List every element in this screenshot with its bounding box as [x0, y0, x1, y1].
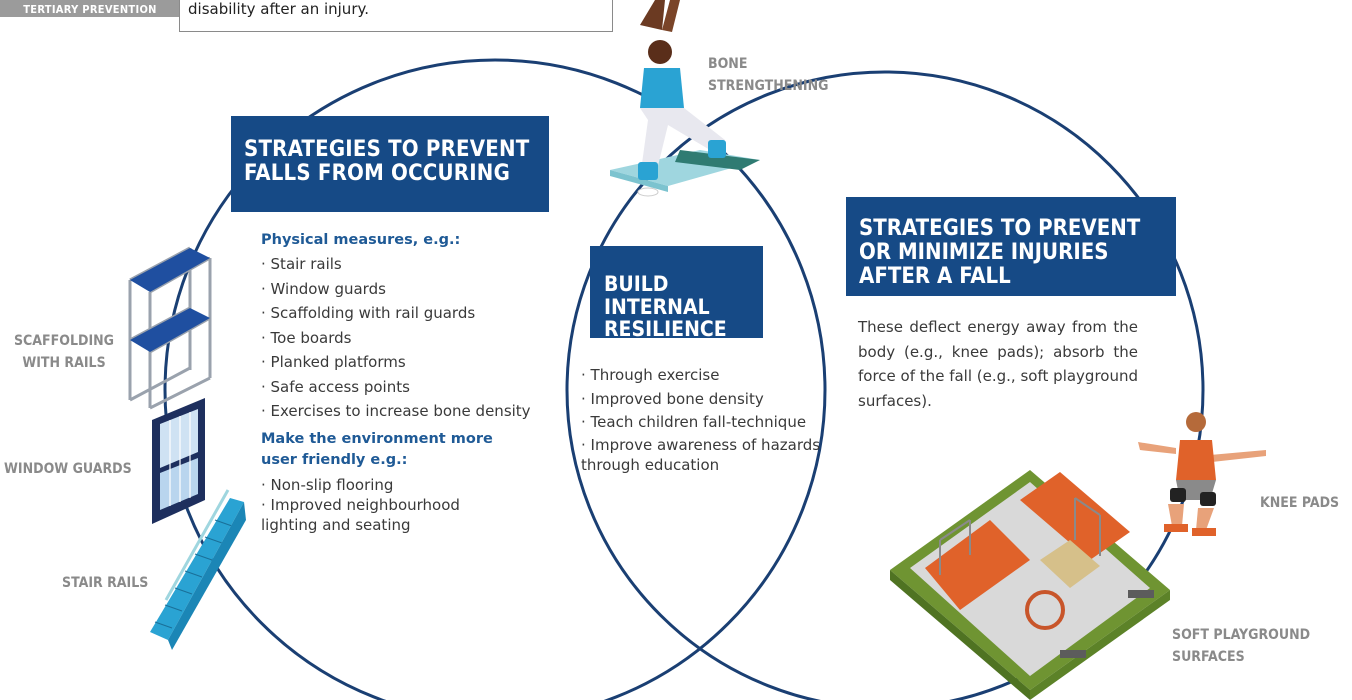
stair-rails-label: STAIR RAILS [62, 575, 149, 591]
right-circle [565, 70, 1205, 700]
skater-illustration [1138, 412, 1266, 536]
list-item: · Stair rails [261, 255, 342, 273]
left-circle [163, 58, 827, 700]
window-guard-illustration [152, 398, 205, 524]
stair-rails-illustration [150, 489, 246, 650]
list-item: · Safe access points [261, 377, 410, 396]
minimize-injuries-description: These deflect energy away from the body … [858, 318, 1138, 410]
list-item: · Window guards [261, 279, 386, 298]
window-guards-label: WINDOW GUARDS [4, 461, 132, 477]
list-item: · Toe boards [261, 328, 352, 347]
playground-illustration [890, 470, 1170, 700]
minimize-injuries-title: STRATEGIES TO PREVENT OR MINIMIZE INJURI… [846, 197, 1176, 296]
tertiary-prevention-tag: TERTIARY PREVENTION [0, 0, 180, 17]
user-friendly-heading: Make the environment more user friendly … [261, 430, 493, 468]
list-item: · Scaffolding with rail guards [261, 304, 476, 322]
list-item: · Through exercise [581, 366, 720, 384]
list-item: · Teach children fall-technique [581, 413, 807, 431]
physical-measures-heading: Physical measures, e.g.: [261, 232, 461, 248]
list-item: · Non-slip flooring [261, 475, 394, 494]
knee-pads-label: KNEE PADS [1260, 495, 1340, 511]
soft-playground-label: SOFT PLAYGROUND SURFACES [1172, 627, 1311, 666]
top-strip: TERTIARY PREVENTION disability after an … [0, 0, 615, 34]
list-item: · Improve awareness of hazards through e… [581, 435, 821, 474]
build-resilience-title: BUILD INTERNAL RESILIENCE [590, 246, 763, 341]
prevent-falls-list: Physical measures, e.g.: · Stair rails ·… [261, 232, 556, 535]
bone-strengthening-label: BONE STRENGTHENING [708, 56, 829, 95]
list-item: · Improved bone density [581, 389, 764, 408]
yoga-figure-illustration [610, 0, 760, 197]
list-item: · Exercises to increase bone density [261, 402, 531, 420]
resilience-list: · Through exercise · Improved bone densi… [581, 364, 841, 475]
list-item: · Improved neighbourhood lighting and se… [261, 495, 460, 534]
scaffolding-label: SCAFFOLDING WITH RAILS [13, 333, 115, 372]
scaffolding-illustration [128, 246, 212, 410]
tertiary-prevention-description: disability after an injury. [179, 0, 613, 32]
list-item: · Planked platforms [261, 353, 406, 371]
prevent-falls-title: STRATEGIES TO PREVENT FALLS FROM OCCURIN… [231, 116, 549, 212]
